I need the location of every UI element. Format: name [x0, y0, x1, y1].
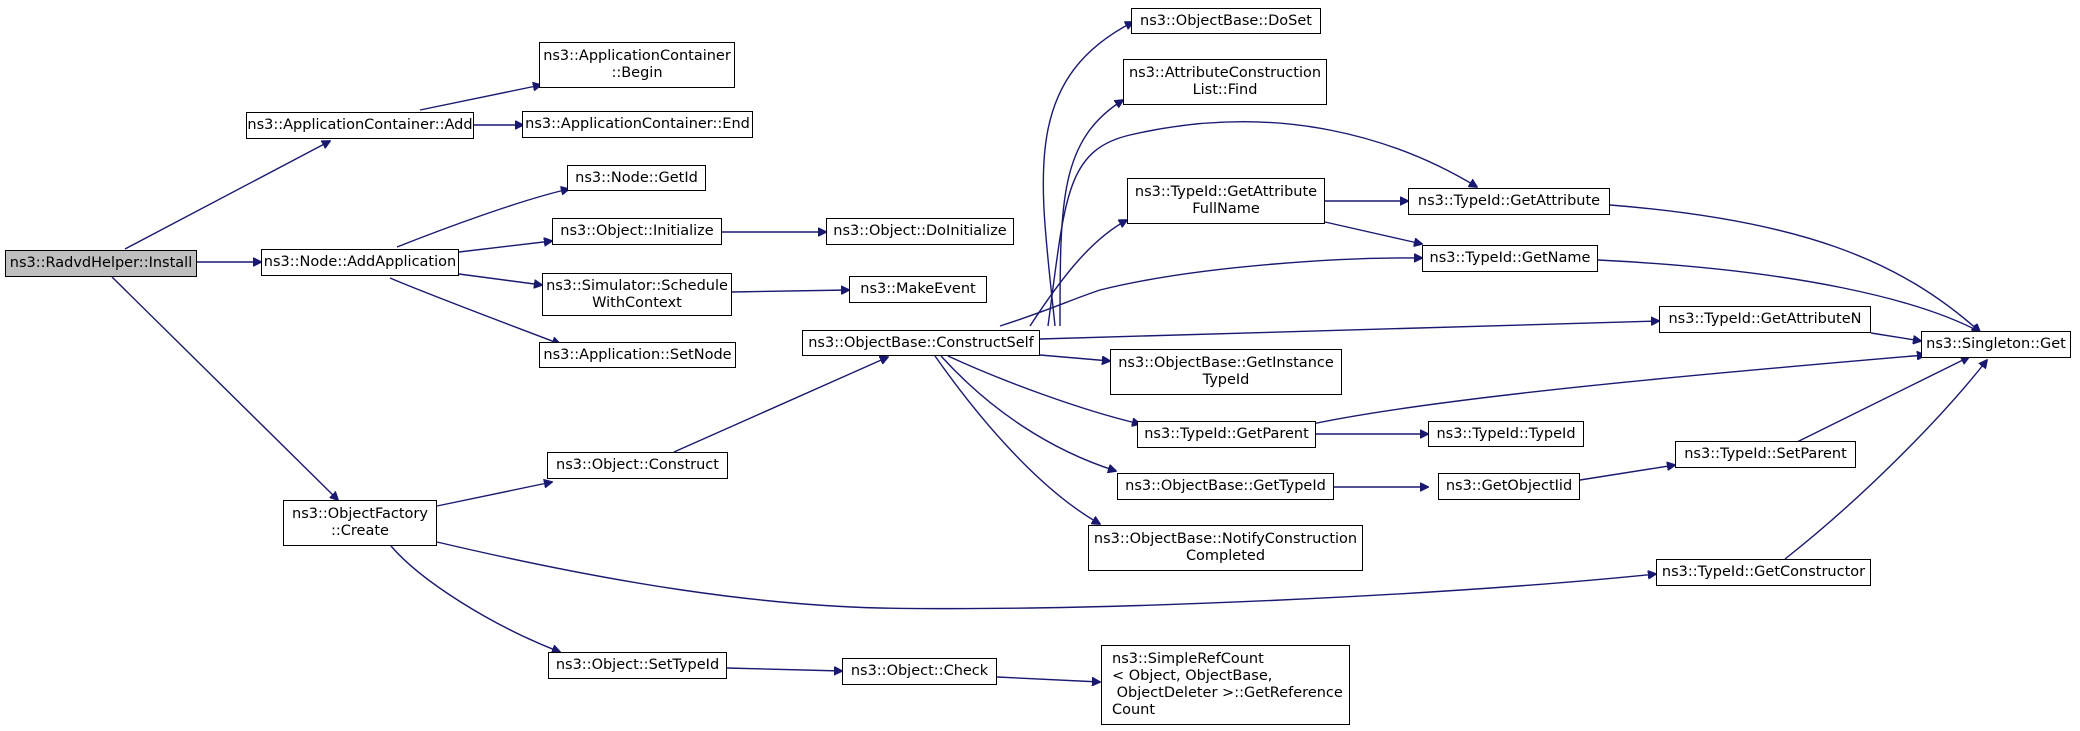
node-app-setnode[interactable]: ns3::Application::SetNode: [539, 342, 736, 368]
edge-construct-gettypeid: [940, 355, 1116, 471]
edge-install-of-create: [111, 276, 338, 500]
node-of-create[interactable]: ns3::ObjectFactory ::Create: [283, 500, 437, 546]
edge-sched-makeevent: [731, 290, 849, 292]
node-tid-getattrn[interactable]: ns3::TypeId::GetAttributeN: [1659, 306, 1871, 333]
edge-construct-getname: [999, 258, 1422, 327]
node-obj-init[interactable]: ns3::Object::Initialize: [552, 218, 722, 245]
edge-create-getctor: [436, 541, 1656, 610]
node-acl-find[interactable]: ns3::AttributeConstruction List::Find: [1123, 59, 1327, 105]
node-appc-end[interactable]: ns3::ApplicationContainer::End: [522, 111, 753, 138]
edge-obj-construct-construct: [673, 357, 888, 453]
edge-construct-doset: [1042, 22, 1133, 327]
edge-check-getref: [996, 676, 1100, 682]
node-tid-typeid[interactable]: ns3::TypeId::TypeId: [1428, 421, 1584, 447]
edge-create-settypeid: [390, 545, 560, 652]
edge-getparent-singleton: [1311, 355, 1925, 425]
edge-addapp-sched: [458, 273, 542, 285]
node-node-addapp[interactable]: ns3::Node::AddApplication: [261, 249, 459, 276]
edge-install-appc-add: [124, 141, 330, 250]
edge-getattrfull-getname: [1324, 221, 1422, 244]
node-ob-doset[interactable]: ns3::ObjectBase::DoSet: [1131, 8, 1321, 34]
node-ob-construct[interactable]: ns3::ObjectBase::ConstructSelf: [802, 330, 1040, 356]
edge-create-obj-construct: [436, 482, 552, 507]
edge-getattr-singleton: [1609, 204, 1980, 332]
edge-getctor-singleton: [1784, 360, 1987, 560]
edge-appc-add-begin: [419, 85, 541, 111]
node-tid-getname[interactable]: ns3::TypeId::GetName: [1422, 245, 1598, 272]
node-appc-add[interactable]: ns3::ApplicationContainer::Add: [246, 112, 474, 139]
node-ob-gettypeid[interactable]: ns3::ObjectBase::GetTypeId: [1117, 473, 1334, 500]
edge-addapp-getid: [396, 189, 569, 248]
node-getobjectiid[interactable]: ns3::GetObjectIid: [1438, 473, 1580, 500]
node-tid-setparent[interactable]: ns3::TypeId::SetParent: [1675, 441, 1856, 468]
edge-construct-getattrn: [1039, 321, 1659, 340]
node-node-getid[interactable]: ns3::Node::GetId: [567, 165, 706, 191]
node-obj-doinit[interactable]: ns3::Object::DoInitialize: [826, 218, 1014, 245]
edge-construct-getparent: [947, 355, 1140, 424]
edge-construct-getinst: [1039, 354, 1110, 361]
node-sim-sched[interactable]: ns3::Simulator::Schedule WithContext: [542, 273, 732, 316]
node-tid-getattrfull[interactable]: ns3::TypeId::GetAttribute FullName: [1127, 178, 1325, 224]
edge-setparent-singleton: [1794, 357, 1969, 444]
node-install[interactable]: ns3::RadvdHelper::Install: [5, 250, 197, 277]
edge-getattrn-singleton: [1870, 332, 1921, 341]
edge-group: [111, 22, 1987, 682]
node-obj-check[interactable]: ns3::Object::Check: [842, 658, 997, 685]
node-makeevent[interactable]: ns3::MakeEvent: [849, 276, 987, 303]
edge-addapp-setnode: [389, 277, 560, 344]
edge-getobjectiid-setparent: [1579, 465, 1675, 481]
edge-construct-getattr: [1047, 121, 1477, 327]
node-obj-construct[interactable]: ns3::Object::Construct: [547, 452, 728, 479]
edge-construct-getattrfull: [1029, 220, 1127, 327]
node-appc-begin[interactable]: ns3::ApplicationContainer ::Begin: [539, 42, 735, 88]
node-tid-getattr[interactable]: ns3::TypeId::GetAttribute: [1408, 188, 1610, 215]
edge-construct-find: [1059, 100, 1123, 327]
edge-getname-singleton: [1597, 259, 1980, 332]
edge-settypeid-check: [726, 668, 842, 671]
edge-construct-notify: [934, 355, 1100, 524]
node-singleton[interactable]: ns3::Singleton::Get: [1921, 331, 2071, 358]
node-obj-settypeid[interactable]: ns3::Object::SetTypeId: [548, 652, 727, 679]
node-src-getref[interactable]: ns3::SimpleRefCount < Object, ObjectBase…: [1101, 645, 1350, 725]
node-tid-getparent[interactable]: ns3::TypeId::GetParent: [1137, 421, 1316, 448]
node-ob-notify[interactable]: ns3::ObjectBase::NotifyConstruction Comp…: [1088, 525, 1363, 571]
node-tid-getctor[interactable]: ns3::TypeId::GetConstructor: [1656, 559, 1871, 586]
node-ob-getinst[interactable]: ns3::ObjectBase::GetInstance TypeId: [1110, 349, 1342, 395]
edge-addapp-init: [458, 241, 552, 253]
